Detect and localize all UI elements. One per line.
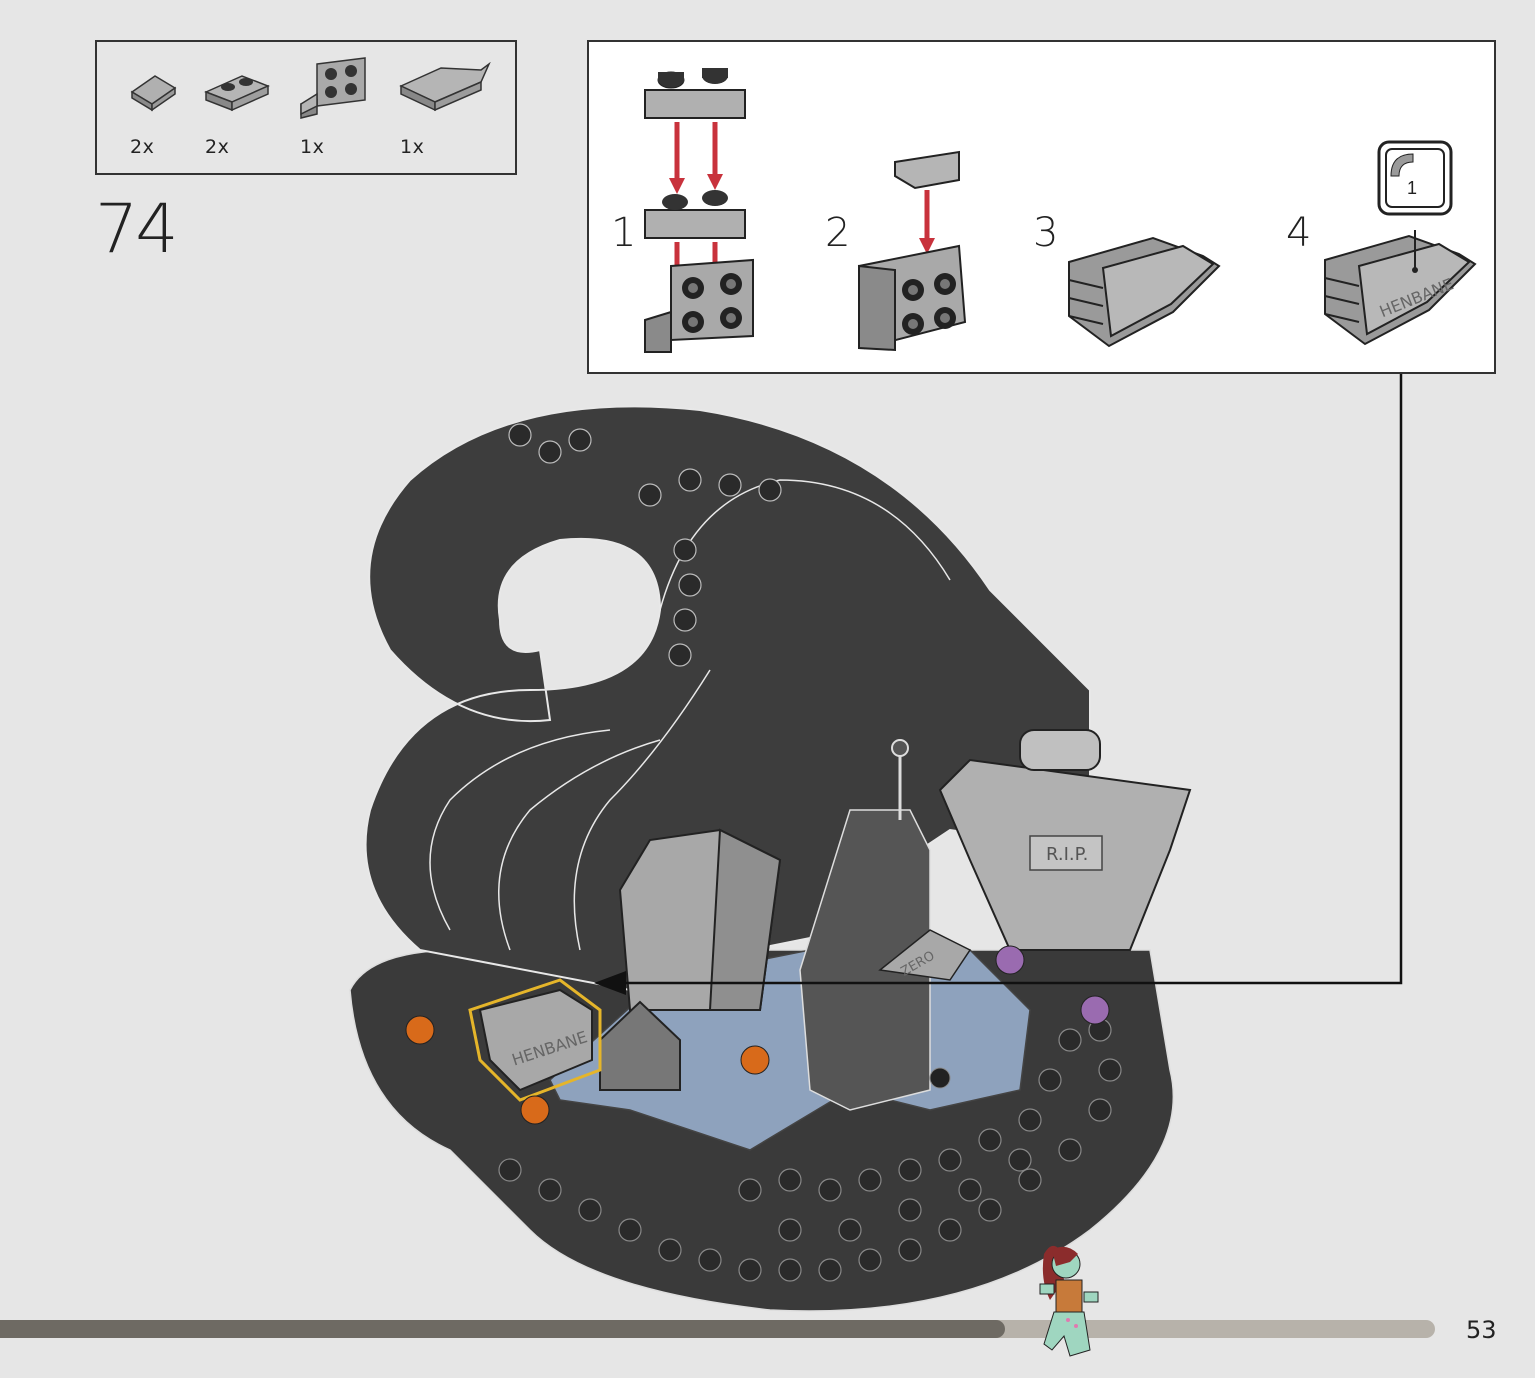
substep-number-4: 4 (1286, 210, 1312, 256)
part-qty-2: 2x (205, 136, 230, 158)
substep-3-illustration (1063, 232, 1223, 357)
character-figure (1030, 1240, 1110, 1365)
progress-fill (0, 1320, 1005, 1338)
sub-assembly-box: 1 2 (587, 40, 1496, 374)
bracket-2x2-icon (297, 56, 373, 122)
base-studs (498, 1018, 1122, 1282)
substep-number-2: 2 (825, 210, 851, 256)
substep-2-illustration (855, 146, 971, 361)
parts-list: 2x 2x 1x 1x (95, 40, 517, 175)
substep-1-illustration (641, 60, 761, 361)
part-qty-3: 1x (300, 136, 325, 158)
page-number: 53 (1466, 1316, 1497, 1344)
substep-number-1: 1 (611, 210, 637, 256)
part-qty-1: 2x (130, 136, 155, 158)
sticker-callout: 1 (1377, 140, 1453, 221)
progress-bar (0, 1320, 1435, 1338)
plate-1x2-icon (202, 62, 272, 112)
step-number: 74 (95, 190, 179, 269)
main-model-illustration: R.I.P. ZERO HENBANE (330, 390, 1210, 1325)
substep-4-illustration: HENBANE (1319, 228, 1479, 357)
rip-text: R.I.P. (1046, 844, 1088, 865)
hill-studs (508, 423, 782, 667)
wedge-tile-icon (397, 62, 493, 116)
slope-tile-icon (127, 62, 177, 112)
part-qty-4: 1x (400, 136, 425, 158)
substep-number-3: 3 (1033, 210, 1059, 256)
sticker-number: 1 (1407, 178, 1418, 198)
